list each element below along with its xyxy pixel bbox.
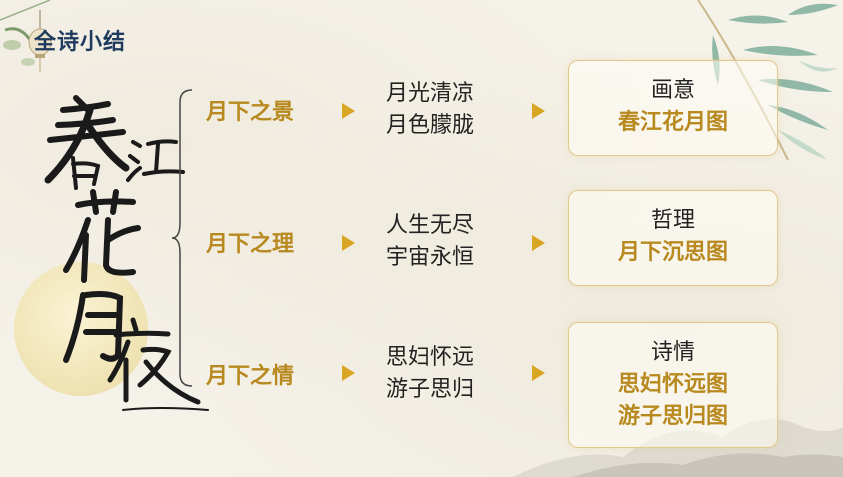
row-label-emotion: 月下之情	[206, 364, 295, 389]
desc-line: 人生无尽	[386, 213, 475, 238]
desc-line: 月光清凉	[386, 81, 475, 106]
box-subtitle: 思妇怀远图	[617, 372, 728, 397]
summary-box-emotion: 诗情 思妇怀远图 游子思归图	[568, 322, 778, 448]
desc-line: 游子思归	[386, 377, 475, 402]
row-desc-emotion: 思妇怀远 游子思归	[386, 342, 474, 406]
summary-box-scene: 画意 春江花月图	[568, 60, 778, 156]
box-title: 哲理	[650, 208, 695, 233]
desc-line: 月色朦胧	[386, 113, 475, 138]
arrow-icon	[532, 103, 545, 119]
lantern-decoration	[0, 0, 52, 72]
summary-box-philosophy: 哲理 月下沉思图	[568, 190, 778, 286]
arrow-icon	[342, 103, 355, 119]
arrow-icon	[342, 365, 355, 381]
section-title: 全诗小结	[34, 30, 127, 55]
box-title: 诗情	[650, 340, 695, 365]
row-label-scene: 月下之景	[206, 100, 295, 125]
box-subtitle: 游子思归图	[617, 404, 728, 429]
calligraphy-title-art	[44, 95, 209, 411]
arrow-icon	[532, 235, 545, 251]
box-title: 画意	[650, 78, 695, 103]
arrow-icon	[342, 235, 355, 251]
row-desc-scene: 月光清凉 月色朦胧	[386, 78, 474, 142]
desc-line: 思妇怀远	[386, 345, 475, 370]
row-desc-philosophy: 人生无尽 宇宙永恒	[386, 210, 474, 274]
row-label-philosophy: 月下之理	[206, 232, 295, 257]
desc-line: 宇宙永恒	[386, 245, 475, 270]
arrow-icon	[532, 365, 545, 381]
box-subtitle: 春江花月图	[617, 110, 728, 135]
curly-brace	[171, 89, 193, 387]
box-subtitle: 月下沉思图	[617, 240, 728, 265]
